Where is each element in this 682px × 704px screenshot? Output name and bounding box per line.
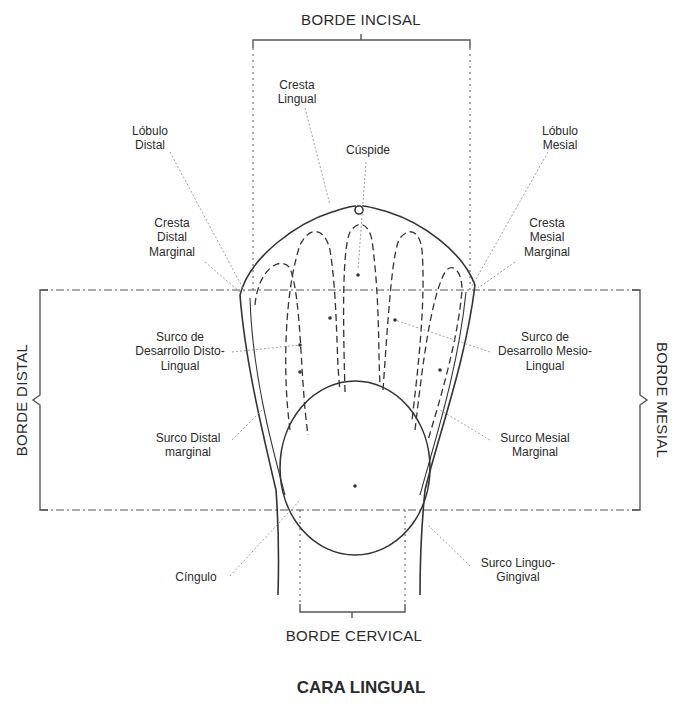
part-label: Surco de Desarrollo Mesio-Lingual (497, 330, 593, 373)
part-label: Surco Linguo-Gingival (473, 556, 563, 585)
edge-label: BORDE INCISAL (301, 11, 421, 29)
part-label: Surco Mesial Marginal (500, 431, 570, 460)
part-label: Cúspide (333, 143, 403, 157)
part-label: Cíngulo (161, 570, 231, 584)
part-label: Surco Distal marginal (153, 431, 223, 460)
caption: CARA LINGUAL (297, 678, 426, 698)
part-label: Surco de Desarrollo Disto-Lingual (134, 330, 226, 373)
part-label: Lóbulo Distal (120, 124, 180, 153)
part-label: Cresta Distal Marginal (141, 216, 203, 259)
part-label: Lóbulo Mesial (530, 124, 590, 153)
edge-label: BORDE DISTAL (13, 344, 31, 457)
part-label: Cresta Mesial Marginal (516, 216, 578, 259)
part-label: Cresta Lingual (267, 78, 327, 107)
edge-label: BORDE MESIAL (653, 342, 671, 458)
edge-label: BORDE CERVICAL (286, 627, 422, 645)
